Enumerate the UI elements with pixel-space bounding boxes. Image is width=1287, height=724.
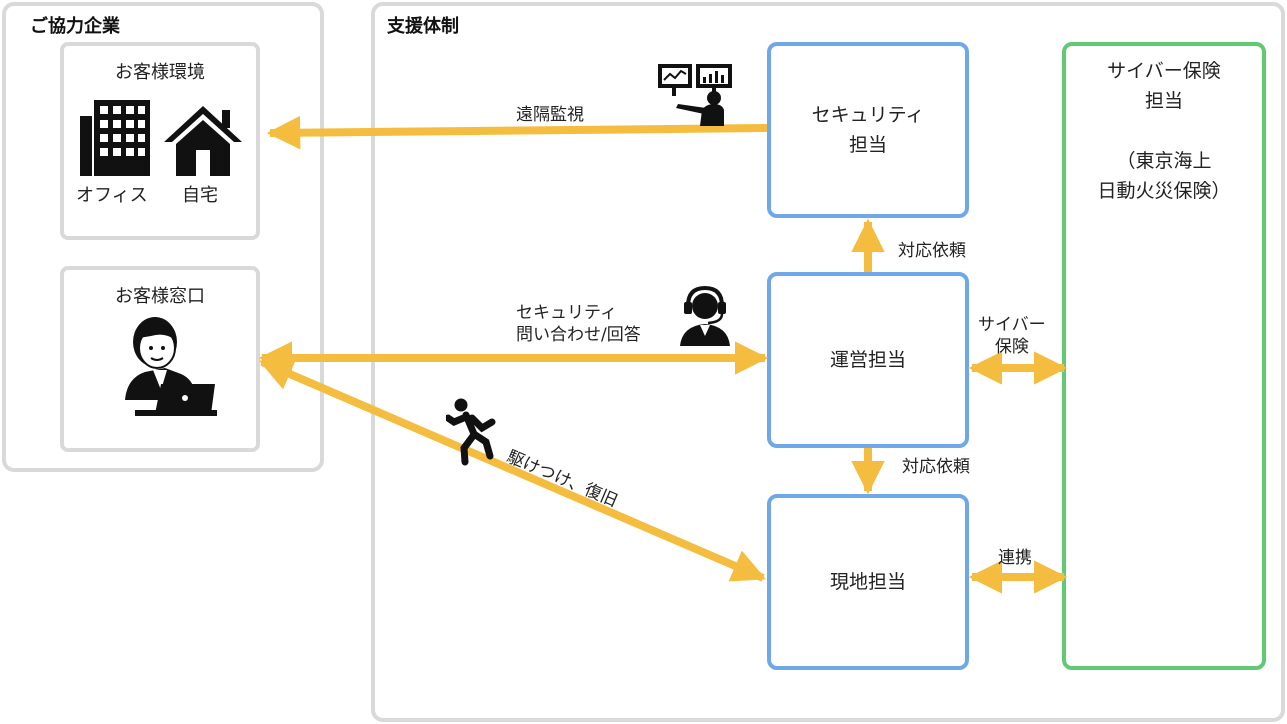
onsite-node: 現地担当 <box>767 494 969 670</box>
office-label: オフィス <box>76 185 148 206</box>
request-down-label: 対応依頼 <box>902 457 970 477</box>
request-up-label: 対応依頼 <box>898 241 966 261</box>
customer-window-title: お客様窓口 <box>115 286 205 307</box>
home-label: 自宅 <box>182 185 218 206</box>
running-person-icon <box>446 398 496 466</box>
customer-environment-box: お客様環境 <box>60 42 260 240</box>
remote-monitoring-label: 遠隔監視 <box>516 105 584 125</box>
customer-environment-title: お客様環境 <box>115 62 205 83</box>
dispatch-restore-arrow <box>258 358 767 582</box>
headset-operator-icon <box>680 286 730 346</box>
monitoring-screens-icon <box>658 64 732 126</box>
security-node: セキュリティ 担当 <box>767 42 969 218</box>
coordination-label: 連携 <box>998 548 1032 568</box>
support-title: 支援体制 <box>387 16 459 37</box>
insurance-node: サイバー保険 担当 （東京海上 日動火災保険） <box>1062 42 1266 670</box>
cyber-insurance-label: サイバー 保険 <box>978 315 1046 357</box>
remote-monitoring-arrow <box>266 115 768 150</box>
user-laptop-icon <box>125 317 217 416</box>
house-icon <box>164 106 242 176</box>
partner-title: ご協力企業 <box>30 16 120 37</box>
operations-node: 運営担当 <box>767 272 969 448</box>
office-building-icon <box>80 100 150 176</box>
security-inquiry-label: セキュリティ 問い合わせ/回答 <box>516 303 641 345</box>
